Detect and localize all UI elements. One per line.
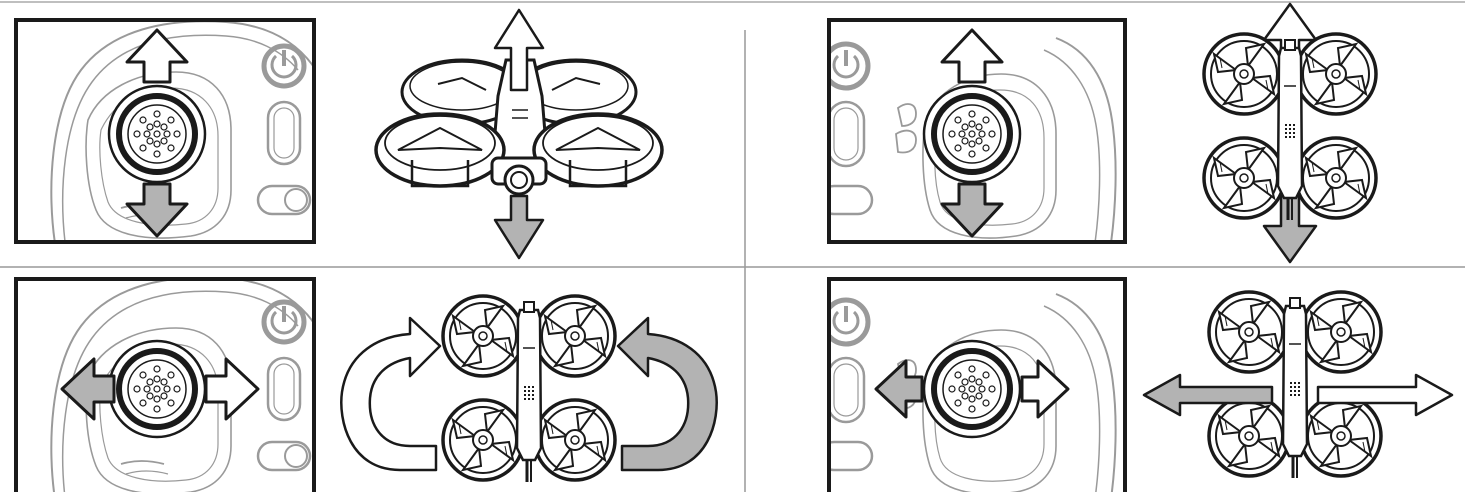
drone-top-view — [1209, 292, 1381, 478]
rotate-right-filled-icon — [618, 318, 717, 470]
panel-bottom-right — [820, 279, 1452, 492]
joystick-knob — [924, 341, 1020, 437]
drone-top-view — [1204, 34, 1376, 220]
arrow-left-filled-icon — [62, 359, 114, 419]
arrow-right-outline-icon — [206, 359, 258, 419]
controller-right-stick — [820, 20, 1125, 250]
rotate-left-outline-icon — [341, 318, 440, 470]
panel-top-left — [16, 10, 662, 258]
arrow-up-outline-icon — [127, 30, 187, 82]
arrow-down-filled-icon — [942, 184, 1002, 236]
controller-left-stick — [16, 277, 316, 492]
panel-top-right — [820, 4, 1376, 262]
drone-arrow-down-filled-icon — [495, 196, 543, 258]
joystick-knob — [924, 86, 1020, 182]
arrow-down-filled-icon — [127, 184, 187, 236]
arrow-right-outline-icon — [1022, 361, 1068, 417]
controller-left-stick — [16, 20, 316, 250]
controller-right-stick — [820, 279, 1125, 492]
joystick-knob — [109, 86, 205, 182]
drone-top-view — [443, 296, 615, 482]
joystick-knob — [109, 341, 205, 437]
panel-bottom-left — [16, 277, 717, 492]
